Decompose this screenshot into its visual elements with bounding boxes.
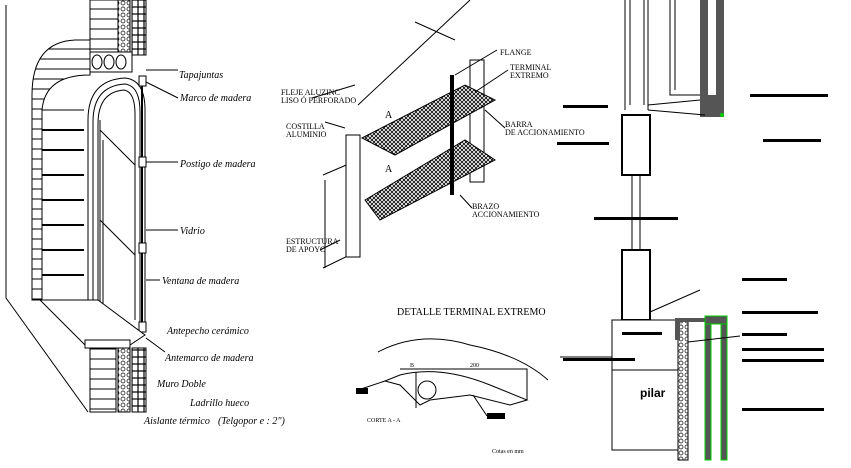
frame-joint (138, 75, 147, 87)
label-fleje-1: FLEJE ALUZINC (281, 88, 340, 97)
window-sill (38, 299, 146, 346)
label-estructura-2: DE APOYO (286, 245, 326, 254)
label-terminal-2: EXTREMO (510, 71, 549, 80)
label-antepecho-ceramico: Antepecho cerámico (166, 326, 249, 337)
mark-b: B (410, 363, 414, 369)
label-barra-2: DE ACCIONAMIENTO (505, 128, 585, 137)
label-fleje-2: LISO Ó PERFORADO (281, 95, 356, 105)
mullion-profile-upper (621, 114, 651, 176)
lower-wall-brick (89, 347, 117, 413)
mullion-profile-lower (621, 249, 651, 321)
window-isometric-detail (5, 0, 179, 413)
arch-reveal (31, 39, 91, 301)
section-mark-lower: A (385, 164, 393, 175)
label-terminal-1: TERMINAL (510, 63, 551, 72)
lower-wall-hollow-brick (131, 347, 147, 413)
louver-isometric-detail: A A (311, 0, 509, 269)
label-vidrio: Vidrio (180, 226, 205, 237)
label-postigo-de-madera: Postigo de madera (179, 159, 256, 170)
label-tapajuntas: Tapajuntas (179, 70, 223, 81)
upper-wall-brick (89, 0, 119, 56)
label-costilla-1: COSTILLA (286, 122, 325, 131)
wall-edge-line (5, 5, 89, 413)
label-antemarco-de-madera: Antemarco de madera (164, 353, 254, 364)
louver-blade-upper (360, 84, 497, 156)
label-marco-de-madera: Marco de madera (179, 93, 251, 104)
support-post-left (345, 134, 361, 258)
label-ventana-de-madera: Ventana de madera (162, 276, 239, 287)
label-muro-doble: Muro Doble (156, 379, 206, 390)
label-aislante-termico: Aislante térmico (143, 416, 210, 427)
units-note: Cotas en mm (492, 449, 524, 455)
section-label-corte: CORTE A - A (367, 418, 401, 424)
label-brazo-2: ACCIONAMIENTO (472, 210, 540, 219)
louver-blade-lower (364, 139, 496, 221)
lower-wall-insulation (117, 347, 131, 413)
facade-section: pilar (557, 0, 828, 461)
upper-wall-hollow-brick (131, 0, 147, 56)
label-costilla-2: ALUMINIO (286, 130, 327, 139)
pilar-block (611, 319, 679, 451)
label-flange: FLANGE (500, 48, 532, 57)
label-barra-1: BARRA (505, 120, 533, 129)
pilar-label: pilar (640, 386, 666, 400)
terminal-detail-title: DETALLE TERMINAL EXTREMO (397, 307, 546, 318)
label-brazo-1: BRAZO (472, 202, 499, 211)
actuation-bar (450, 75, 454, 195)
terminal-section-drawing: B 200 (356, 338, 549, 419)
dimension-200: 200 (470, 363, 479, 369)
section-mark-upper: A (385, 110, 393, 121)
upper-wall-insulation (117, 0, 131, 56)
illegible-annotations (557, 94, 828, 411)
label-estructura-1: ESTRUCTURA (286, 237, 339, 246)
label-telgopor: (Telgopor e : 2") (218, 416, 286, 427)
label-ladrillo-hueco: Ladrillo hueco (189, 398, 249, 409)
